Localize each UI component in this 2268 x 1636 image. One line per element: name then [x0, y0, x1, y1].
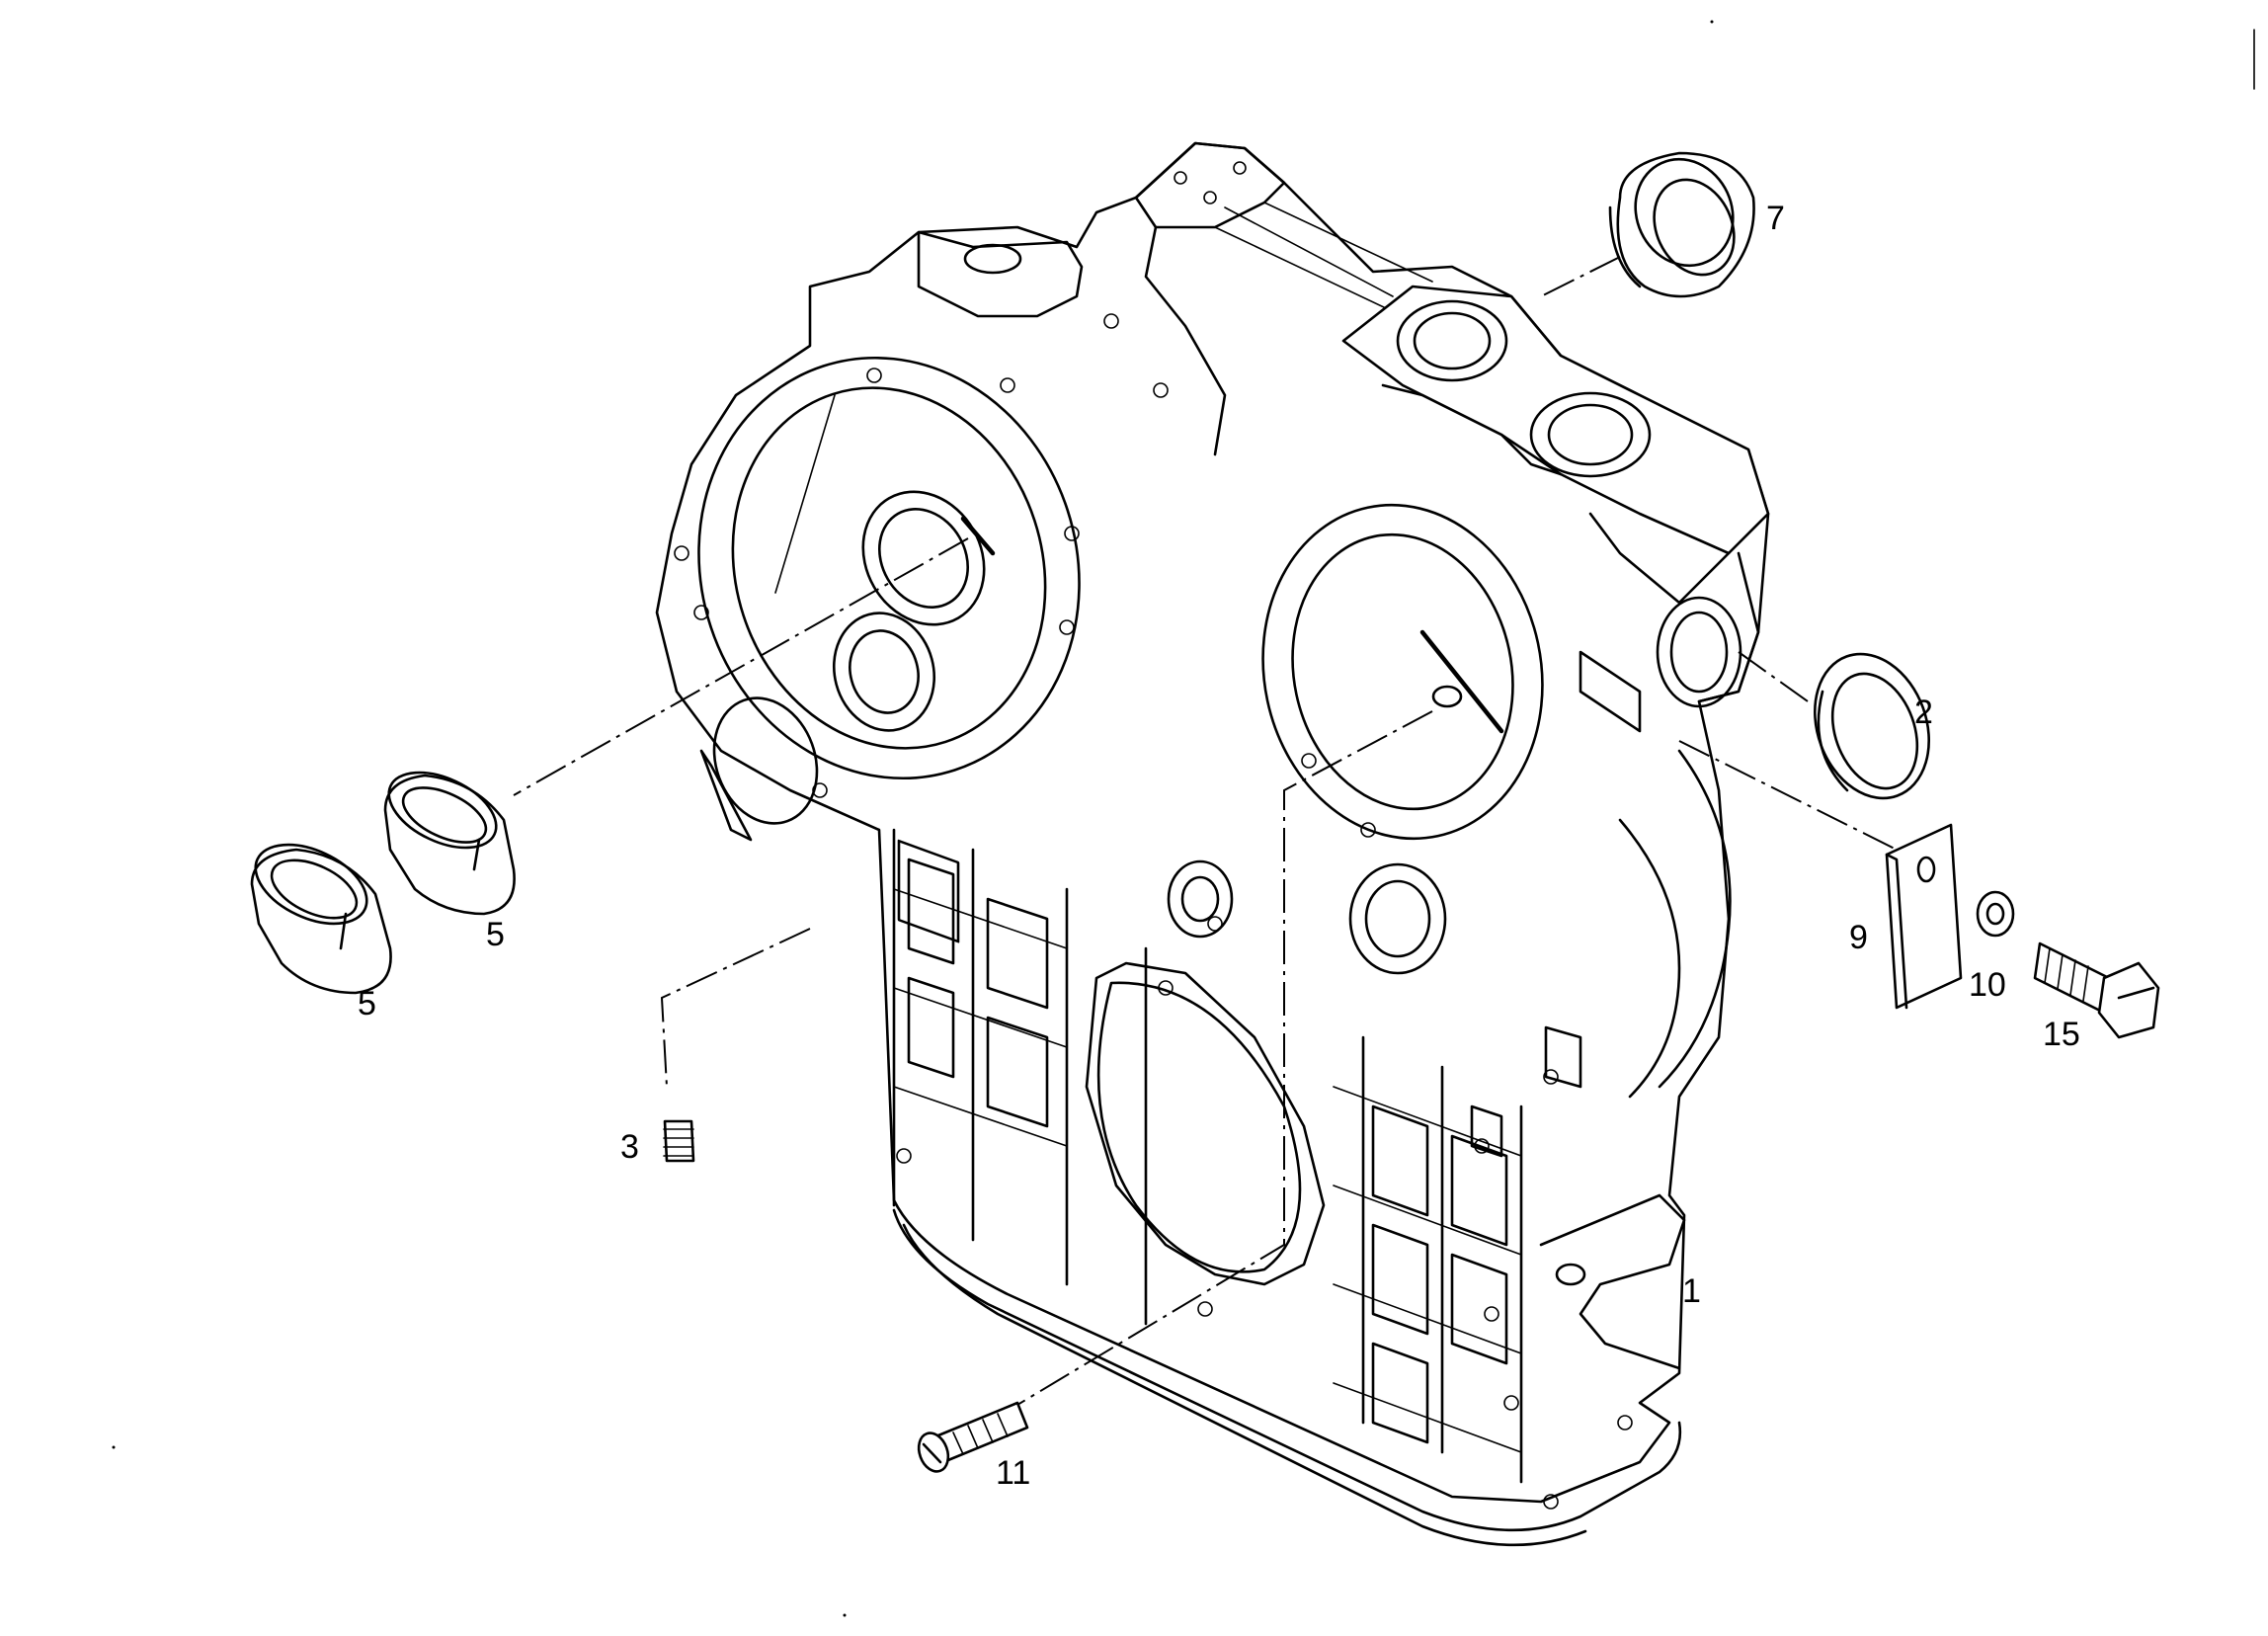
part-11-plug-screw: [917, 1401, 1029, 1473]
callout-10: 10: [1969, 966, 2006, 1004]
part-5-bushing-a: [383, 771, 516, 916]
callout-5-lower: 5: [358, 985, 376, 1022]
callout-11: 11: [996, 1454, 1030, 1492]
callout-15: 15: [2043, 1016, 2080, 1053]
callout-3: 3: [620, 1128, 639, 1166]
callout-2: 2: [1914, 694, 1933, 731]
part-15-bolt: [2033, 941, 2160, 1039]
gear-housing: [655, 141, 1770, 1547]
part-2-seal-ring: [1814, 652, 1930, 800]
scan-marks: [112, 20, 2255, 1617]
callout-1: 1: [1682, 1272, 1701, 1310]
part-5-bushing-b: [250, 843, 392, 995]
part-7-bushing: [1608, 151, 1755, 298]
part-9-plate: [1885, 823, 1963, 1010]
part-10-washer: [1976, 890, 2015, 938]
part-3-set-screw: [663, 1119, 695, 1163]
callout-5-upper: 5: [486, 916, 505, 953]
callout-9: 9: [1849, 919, 1868, 956]
callout-labels: 1 2 3 5 5 7 9 10 11 15: [358, 200, 2080, 1492]
callout-7: 7: [1766, 200, 1785, 237]
